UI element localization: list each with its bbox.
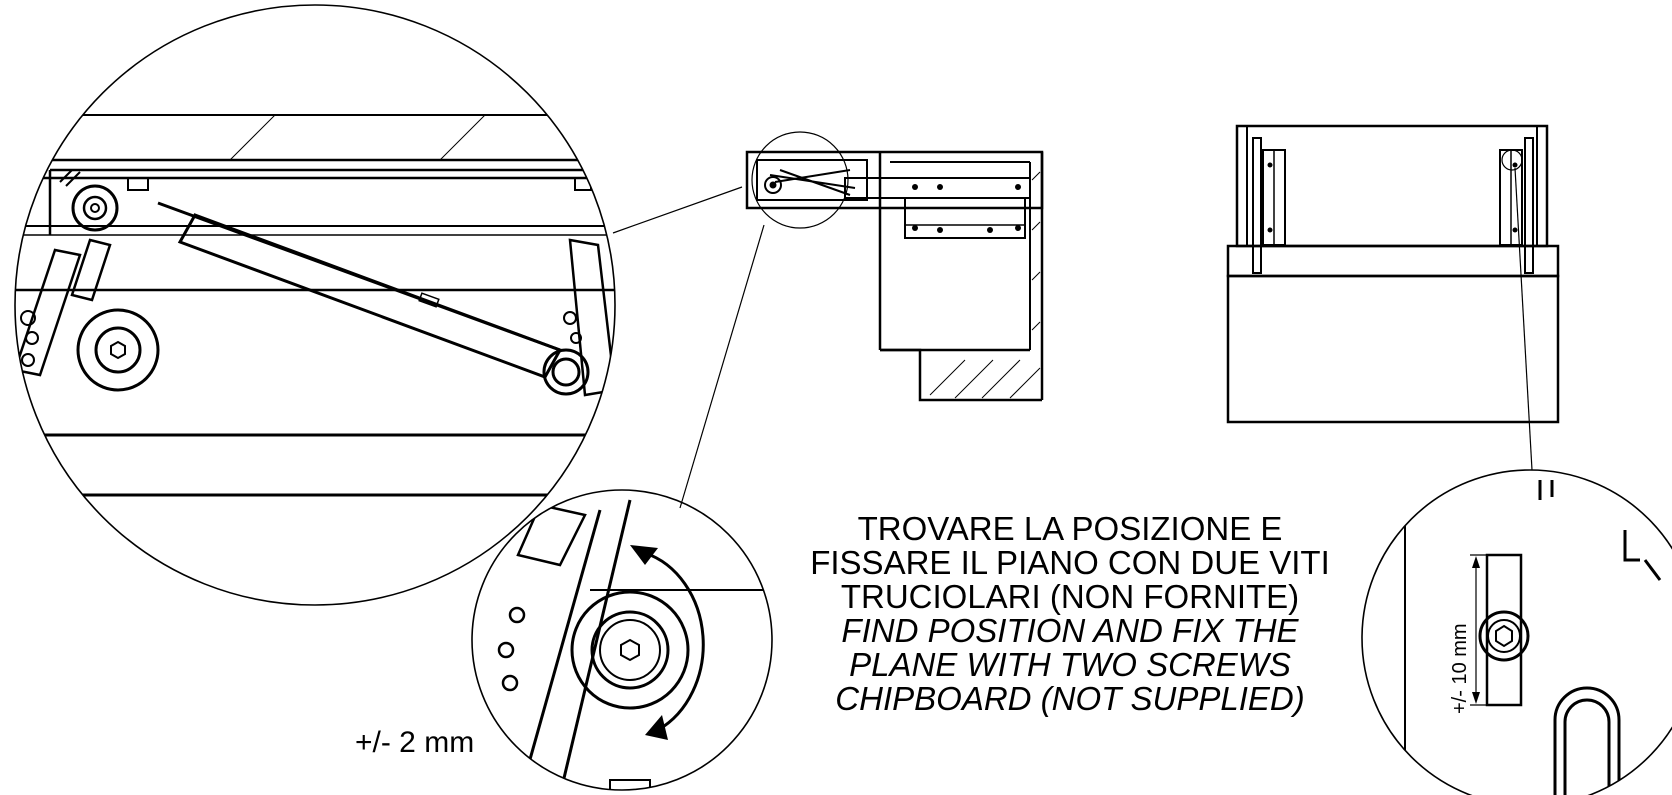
leader-line-large [612,186,743,234]
instruction-en-line-3: CHIPBOARD (NOT SUPPLIED) [835,680,1305,717]
front-view [1226,124,1560,424]
leader-line-right [1514,167,1533,471]
instruction-en-line-2: PLANE WITH TWO SCREWS [849,646,1291,683]
tolerance-label-large: +/- 10 mm [1449,623,1471,714]
instruction-en-line-1: FIND POSITION AND FIX THE [841,612,1299,649]
detail-view-height [1361,469,1672,795]
tolerance-label-small: +/- 2 mm [355,726,474,759]
detail-view-screw [471,489,773,791]
instruction-it-line-2: FISSARE IL PIANO CON DUE VITI [810,544,1330,581]
instruction-it-line-3: TRUCIOLARI (NON FORNITE) [840,578,1300,615]
leader-line-mid [679,224,765,509]
detail-view-large [14,4,616,606]
side-view [745,131,1044,402]
instruction-it-line-1: TROVARE LA POSIZIONE E [857,510,1283,547]
instruction-note: TROVARE LA POSIZIONE E FISSARE IL PIANO … [770,512,1370,716]
